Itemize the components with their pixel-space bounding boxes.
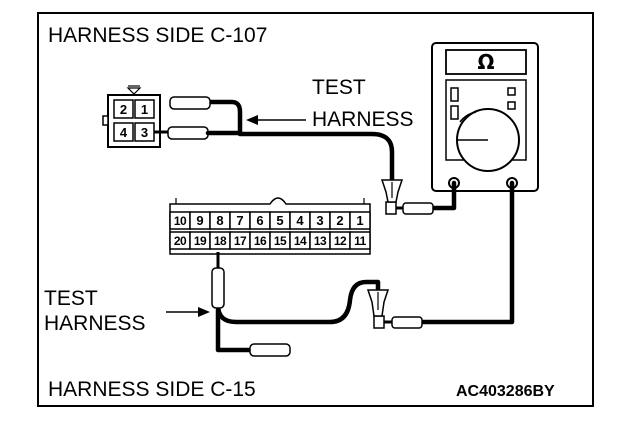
c107-pin-3: 3: [141, 125, 148, 140]
c107-pin-2: 2: [120, 102, 127, 117]
c15-pin-5: 5: [276, 213, 283, 228]
c15-pin-15: 15: [274, 234, 287, 248]
title-harness-side-c15: HARNESS SIDE C-15: [48, 378, 256, 401]
meter-lead-right-probe: [373, 315, 423, 329]
c15-pin-18: 18: [214, 234, 227, 248]
ohmmeter: Ω: [431, 42, 539, 192]
c15-pin-14: 14: [294, 234, 307, 248]
c15-pin-7: 7: [236, 213, 243, 228]
c107-pin-1: 1: [141, 102, 148, 117]
meter-lead-right: [417, 180, 515, 325]
diagram-frame: [37, 12, 594, 407]
c15-terminal-probe: [211, 252, 225, 309]
meter-lead-left-probe: [385, 201, 434, 215]
lower-test-harness-wire: [215, 279, 381, 325]
lower-test-harness-label-line2: HARNESS: [44, 312, 146, 335]
upper-harness-clip: [380, 179, 404, 203]
c15-pin-4: 4: [296, 213, 304, 228]
upper-harness-plug: [169, 96, 211, 110]
c15-pin-9: 9: [196, 213, 203, 228]
upper-test-harness-label-line1: TEST: [312, 76, 366, 99]
c15-pin-8: 8: [216, 213, 223, 228]
lower-test-harness-branch: [215, 307, 253, 353]
ohm-symbol: Ω: [477, 50, 494, 74]
meter-display: [445, 49, 527, 75]
lower-harness-clip: [366, 289, 390, 317]
c15-pin-16: 16: [254, 234, 267, 248]
figure-code: AC403286BY: [456, 383, 555, 400]
c15-pin-3: 3: [316, 213, 323, 228]
meter-lead-left: [429, 180, 457, 211]
c15-pin-20: 20: [174, 234, 187, 248]
c15-pin-12: 12: [334, 234, 347, 248]
c15-pin-17: 17: [234, 234, 247, 248]
connector-c107: 2 1 4 3: [102, 85, 161, 148]
c15-pin-cell: [349, 231, 371, 250]
lower-test-harness-label-line1: TEST: [44, 287, 98, 310]
c15-pin-11: 11: [354, 234, 367, 248]
c15-pin-cell: [349, 211, 371, 230]
c15-pin-10: 10: [174, 214, 187, 228]
c15-pin-1: 1: [356, 213, 363, 228]
lower-harness-plug: [249, 343, 291, 357]
c15-pin-13: 13: [314, 234, 327, 248]
c107-terminal-probe: [154, 126, 243, 140]
title-harness-side-c107: HARNESS SIDE C-107: [48, 24, 267, 47]
c15-pin-6: 6: [256, 213, 263, 228]
upper-test-harness-label-line2: HARNESS: [312, 108, 414, 131]
c15-pin-19: 19: [194, 234, 207, 248]
c15-pin-2: 2: [336, 213, 343, 228]
c107-pin-4: 4: [120, 125, 128, 140]
